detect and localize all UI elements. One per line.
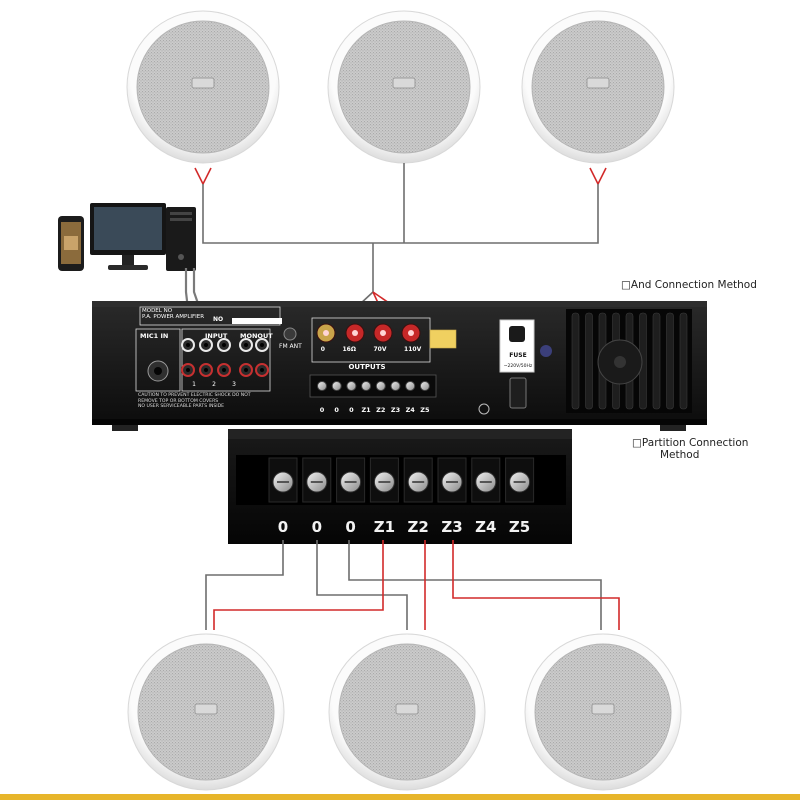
input-number: 3 [232,381,236,388]
rca-jacks [181,338,269,377]
monout-label: MONOUT [240,332,273,340]
no-label: NO [213,316,224,323]
amp-zone-label: Z2 [376,406,385,414]
top-speaker-center [327,10,481,164]
bottom-speaker-left [127,633,285,791]
amp-zone-label: Z1 [361,406,371,414]
brand-badge [191,77,215,89]
computer-monitor-icon [90,203,166,270]
model-plate [139,306,281,326]
output-tap-label: 0 [320,346,325,353]
zone-terminal-strip: 0 0 0 Z1 Z2 Z3 Z4 Z5 [228,429,572,544]
terminal-label: 0 [312,518,322,536]
model-value: P.A. POWER AMPLIFIER [142,314,205,320]
partition-method-line2: Method [660,449,700,461]
amp-zone-label: 0 [320,406,325,414]
terminal-label: 0 [278,518,288,536]
input-panel [181,328,271,392]
phone-icon [58,216,84,271]
power-socket [509,377,527,409]
and-method-text: And Connection Method [630,279,757,291]
amp-zone-label: Z3 [391,406,400,414]
ground-icon [478,403,490,415]
input-number: 2 [212,381,216,388]
amp-terminal-screw [390,381,401,391]
fuse-holder [509,326,525,342]
output-tap-labels: 0 16Ω 70V 110V [312,346,430,353]
caution-line: NO USER SERVICEABLE PARTS INSIDE [138,404,225,410]
top-speaker-right [521,10,675,164]
amp-zone-label: 0 [349,406,354,414]
marker-glyph: □ [621,279,631,291]
parallel-wiring [194,163,607,319]
amp-terminal-screw [405,381,416,391]
output-tap-label: 16Ω [342,346,356,353]
warning-sticker [429,329,457,349]
fm-antenna-socket [283,327,297,341]
terminal-label: 0 [345,518,355,536]
model-plate-text: MODEL NO P.A. POWER AMPLIFIER [142,308,204,320]
amp-terminal-screw [375,381,386,391]
power-label: ~220V/50Hz [503,364,533,369]
partition-method-line1: Partition Connection [641,437,749,449]
amp-zone-label: Z5 [420,406,430,414]
amp-zone-label: Z4 [406,406,416,414]
amp-terminal-screw [331,381,342,391]
caution-text: CAUTION TO PREVENT ELECTRIC SHOCK DO NOT… [138,393,251,410]
amp-terminal-screw [361,381,372,391]
amp-terminal-screw [346,381,357,391]
amp-zone-label: 0 [334,406,339,414]
brand-badge [586,77,610,89]
brand-badge [395,703,419,715]
amp-zone-labels: 0 0 0 Z1 Z2 Z3 Z4 Z5 [320,406,430,414]
mic-in-label: MIC1 IN [140,332,169,340]
output-tap-label: 110V [404,346,422,353]
terminal-label: Z4 [475,518,496,536]
caution-line: REMOVE TOP OR BOTTOM COVERS [138,398,219,404]
input-numbers: 1 2 3 [184,381,244,388]
amp-terminal-screw [317,381,327,391]
amp-zone-terminal [309,374,437,398]
brand-badge [194,703,218,715]
brand-badge [392,77,416,89]
fm-ant-label: FM ANT [279,343,302,350]
top-speaker-left [126,10,280,164]
terminal-label: Z3 [441,518,462,536]
ground-screw [540,345,552,357]
bottom-speaker-center [328,633,486,791]
output-tap-posts [316,323,421,343]
input-label: INPUT [205,332,228,340]
terminal-label: Z1 [374,518,395,536]
bottom-speaker-right [524,633,682,791]
model-label: MODEL NO [142,308,173,314]
fuse-label: FUSE [509,352,527,359]
input-number: 1 [192,381,196,388]
output-tap-label: 70V [373,346,387,353]
caution-line: CAUTION TO PREVENT ELECTRIC SHOCK DO NOT [138,393,251,398]
outputs-title: OUTPUTS [348,363,385,371]
terminal-label: Z2 [408,518,429,536]
accent-bar [0,794,800,800]
partition-method-label: □Partition Connection Method [632,437,762,461]
computer-tower-icon [166,207,196,271]
partition-wiring [205,540,620,630]
mic-in-panel [135,328,181,392]
brand-badge [591,703,615,715]
and-method-label: □And Connection Method [621,279,757,291]
amp-terminal-screw [419,381,430,391]
terminal-label: Z5 [509,518,530,536]
marker-glyph: □ [632,437,642,449]
